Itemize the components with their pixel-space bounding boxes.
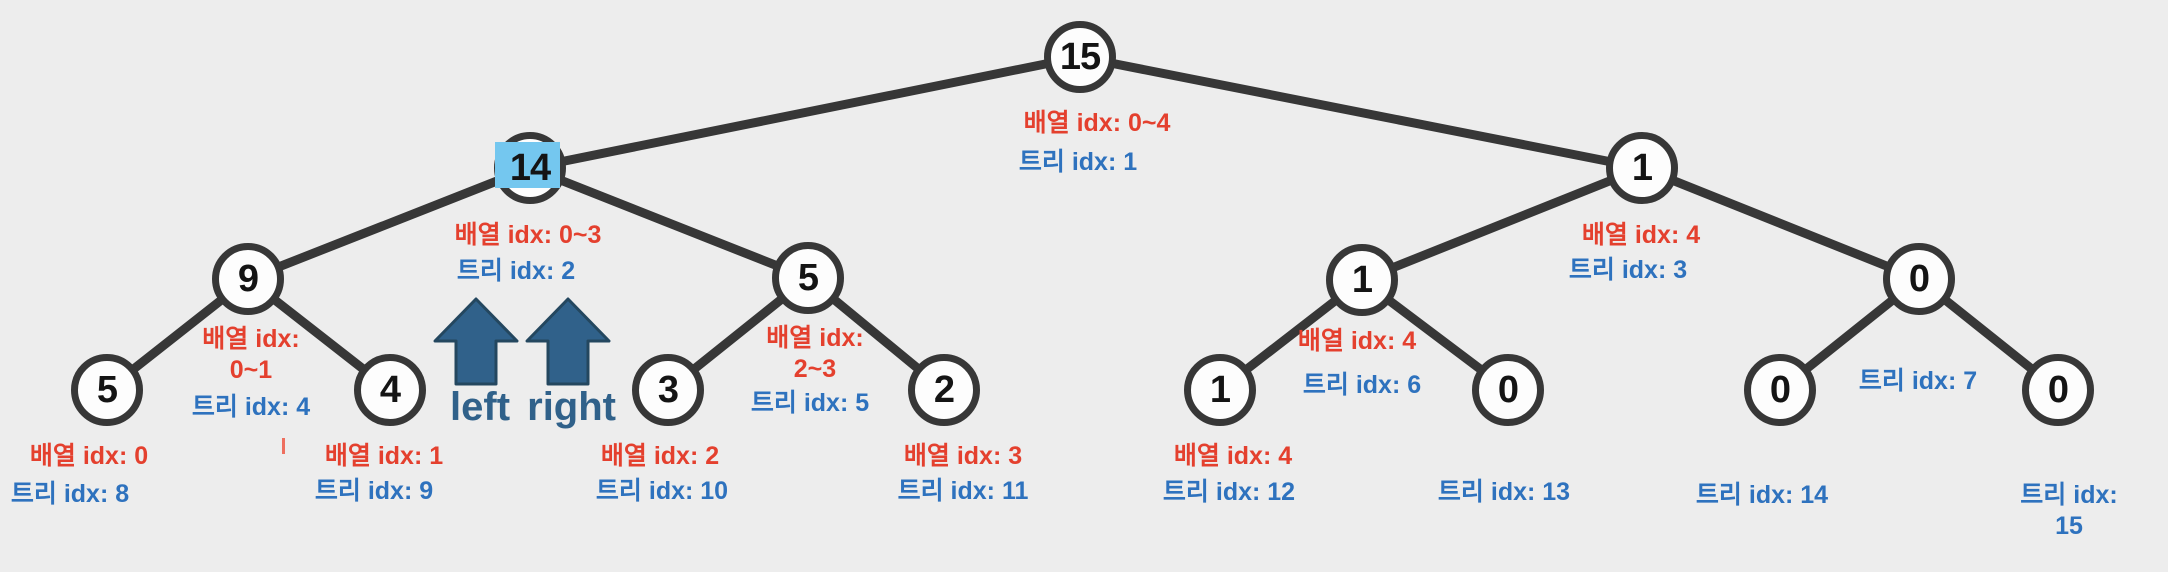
tree-node-5: 5 [772, 242, 844, 314]
node-value: 0 [1769, 369, 1791, 411]
tree-node-1: 15 [1044, 21, 1116, 93]
tree-node-6: 1 [1326, 244, 1398, 316]
node-value: 14 [509, 147, 551, 189]
tree-edge-3-7 [1637, 163, 1924, 284]
array-idx-label-4: 배열 idx: 0~1 [202, 325, 300, 384]
array-idx-label-10: 배열 idx: 2 [600, 442, 720, 470]
tree-node-7: 0 [1883, 243, 1955, 315]
array-idx-label-3: 배열 idx: 4 [1581, 221, 1701, 249]
tree-idx-label-11: 트리 idx: 11 [897, 477, 1029, 505]
node-value: 2 [933, 369, 955, 411]
tree-idx-label-13: 트리 idx: 13 [1437, 478, 1571, 506]
tree-node-10: 3 [632, 354, 704, 426]
tree-idx-label-9: 트리 idx: 9 [314, 477, 434, 505]
tree-edge-2-5 [525, 163, 813, 283]
tree-node-15: 0 [2022, 354, 2094, 426]
array-idx-label-6: 배열 idx: 4 [1297, 327, 1417, 355]
tree-idx-label-1: 트리 idx: 1 [1018, 148, 1138, 176]
node-value: 3 [657, 369, 679, 411]
array-idx-label-9: 배열 idx: 1 [324, 442, 444, 470]
node-value: 0 [2047, 369, 2069, 411]
tree-node-12: 1 [1184, 354, 1256, 426]
array-idx-label-2: 배열 idx: 0~3 [454, 221, 602, 249]
tree-node-4: 9 [212, 243, 284, 315]
tree-node-8: 5 [71, 354, 143, 426]
tree-node-3: 1 [1606, 132, 1678, 204]
tree-idx-label-14: 트리 idx: 14 [1695, 481, 1829, 509]
tree-edge-1-2 [525, 52, 1085, 173]
array-idx-label-5: 배열 idx: 2~3 [766, 324, 864, 383]
node-value: 0 [1497, 369, 1519, 411]
tree-node-2: 14 [494, 132, 566, 204]
red-cursor-mark [282, 438, 285, 454]
node-value: 1 [1209, 369, 1231, 411]
tree-idx-label-3: 트리 idx: 3 [1568, 256, 1688, 284]
tree-node-11: 2 [908, 354, 980, 426]
node-value: 15 [1059, 36, 1101, 78]
node-value: 5 [96, 369, 118, 411]
current-node-highlight [495, 142, 560, 188]
tree-idx-label-12: 트리 idx: 12 [1162, 478, 1296, 506]
node-value: 5 [797, 257, 819, 299]
tree-idx-label-10: 트리 idx: 10 [595, 477, 729, 505]
tree-edge-1-3 [1075, 52, 1647, 173]
tree-idx-label-6: 트리 idx: 6 [1302, 371, 1422, 399]
arrow-caption: left right [450, 385, 616, 429]
right-up-arrow-icon [525, 297, 611, 386]
array-idx-label-11: 배열 idx: 3 [903, 442, 1023, 470]
node-value: 9 [237, 258, 259, 300]
node-value: 4 [379, 369, 401, 411]
array-idx-label-12: 배열 idx: 4 [1173, 442, 1293, 470]
tree-node-13: 0 [1472, 354, 1544, 426]
array-idx-label-1: 배열 idx: 0~4 [1023, 109, 1171, 137]
left-up-arrow-icon [433, 297, 519, 386]
tree-idx-label-7: 트리 idx: 7 [1858, 367, 1978, 395]
tree-node-9: 4 [354, 354, 426, 426]
tree-idx-label-4: 트리 idx: 4 [191, 393, 311, 421]
tree-idx-label-8: 트리 idx: 8 [10, 480, 130, 508]
tree-idx-label-15: 트리 idx: 15 [2020, 481, 2118, 540]
node-value: 1 [1631, 147, 1653, 189]
tree-idx-label-2: 트리 idx: 2 [456, 257, 576, 285]
node-value: 0 [1908, 258, 1930, 300]
array-idx-label-8: 배열 idx: 0 [29, 442, 149, 470]
tree-node-14: 0 [1744, 354, 1816, 426]
tree-idx-label-5: 트리 idx: 5 [750, 389, 870, 417]
tree-edge-2-4 [243, 163, 535, 284]
tree-edge-3-6 [1357, 163, 1647, 285]
node-value: 1 [1351, 259, 1373, 301]
